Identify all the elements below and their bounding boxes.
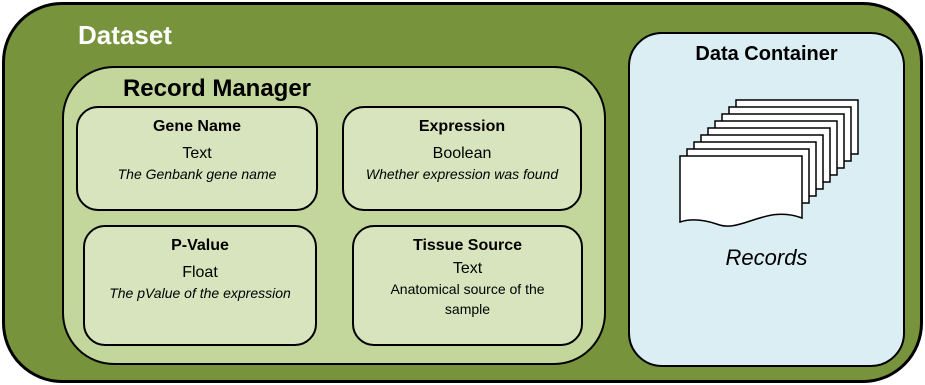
field-description: Anatomical source of the sample <box>390 281 545 317</box>
field-description: The Genbank gene name <box>117 166 277 182</box>
stacked-documents-icon <box>679 99 859 227</box>
field-tissue-source: Tissue Source Text Anatomical source of … <box>352 225 583 346</box>
field-expression: Expression Boolean Whether expression wa… <box>342 106 582 211</box>
field-description: Whether expression was found <box>365 166 559 182</box>
field-type: Boolean <box>432 145 492 162</box>
record-manager-title: Record Manager <box>122 75 312 102</box>
data-container-title: Data Container <box>695 43 838 65</box>
field-gene-name: Gene Name Text The Genbank gene name <box>76 106 318 211</box>
field-name: Expression <box>418 118 506 135</box>
field-p-value: P-Value Float The pValue of the expressi… <box>83 225 317 346</box>
field-name: Gene Name <box>152 118 242 135</box>
field-description: The pValue of the expression <box>109 285 291 301</box>
records-label: Records <box>725 245 808 270</box>
field-name: Tissue Source <box>412 237 523 254</box>
document-sheet <box>679 155 803 227</box>
field-type: Text <box>452 260 483 277</box>
field-type: Text <box>182 145 212 162</box>
field-type: Float <box>182 264 218 281</box>
dataset-title: Dataset <box>78 20 172 50</box>
field-name: P-Value <box>171 237 229 254</box>
